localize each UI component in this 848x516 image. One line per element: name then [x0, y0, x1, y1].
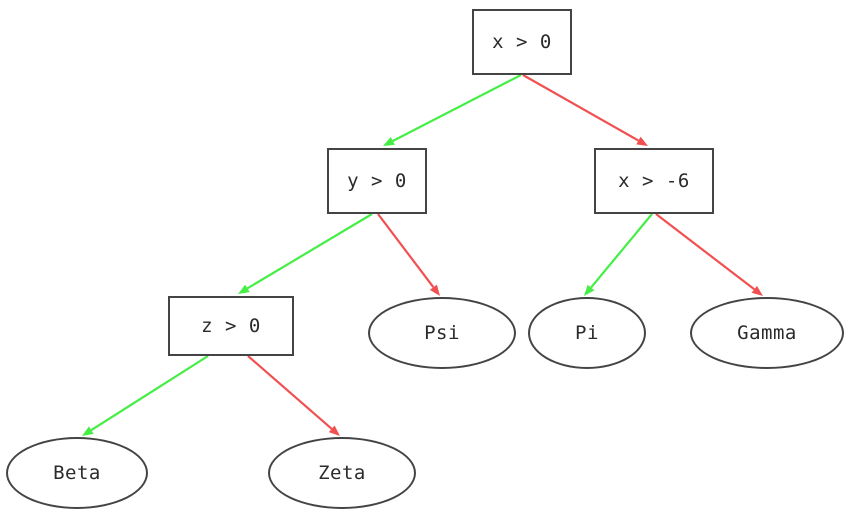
- decision-node-y0[interactable]: y > 0: [327, 148, 427, 214]
- decision-node-xm6[interactable]: x > -6: [594, 148, 714, 214]
- edge-y0-to-z0: [246, 213, 373, 290]
- leaf-node-gamma[interactable]: Gamma: [690, 297, 844, 369]
- arrowhead-root-to-y0: [383, 137, 395, 146]
- arrowhead-z0-to-beta: [82, 426, 94, 436]
- edge-root-to-xm6: [522, 74, 639, 142]
- node-label: Zeta: [318, 461, 366, 484]
- leaf-node-beta[interactable]: Beta: [6, 437, 148, 509]
- leaf-node-zeta[interactable]: Zeta: [268, 437, 416, 509]
- decision-node-root[interactable]: x > 0: [472, 9, 572, 75]
- node-label: Psi: [424, 321, 460, 344]
- node-label: Pi: [575, 321, 599, 344]
- leaf-node-pi[interactable]: Pi: [528, 297, 646, 369]
- arrowhead-xm6-to-pi: [584, 284, 595, 296]
- arrowhead-xm6-to-gamma: [751, 285, 763, 296]
- node-label: x > 0: [492, 30, 552, 53]
- edge-root-to-y0: [392, 74, 522, 142]
- edge-xm6-to-gamma: [655, 213, 755, 291]
- arrowhead-root-to-xm6: [636, 136, 648, 146]
- node-label: z > 0: [201, 314, 261, 337]
- arrowhead-z0-to-zeta: [328, 425, 340, 436]
- arrowhead-y0-to-z0: [238, 284, 250, 294]
- node-label: Beta: [53, 461, 101, 484]
- leaf-node-psi[interactable]: Psi: [368, 297, 516, 369]
- node-label: y > 0: [347, 169, 407, 192]
- edge-xm6-to-pi: [590, 213, 653, 289]
- edge-z0-to-zeta: [247, 355, 333, 430]
- edge-y0-to-psi: [377, 213, 435, 288]
- arrowhead-y0-to-psi: [429, 284, 440, 296]
- node-label: Gamma: [737, 321, 797, 344]
- edge-z0-to-beta: [90, 355, 209, 432]
- node-label: x > -6: [618, 169, 690, 192]
- decision-node-z0[interactable]: z > 0: [168, 296, 294, 356]
